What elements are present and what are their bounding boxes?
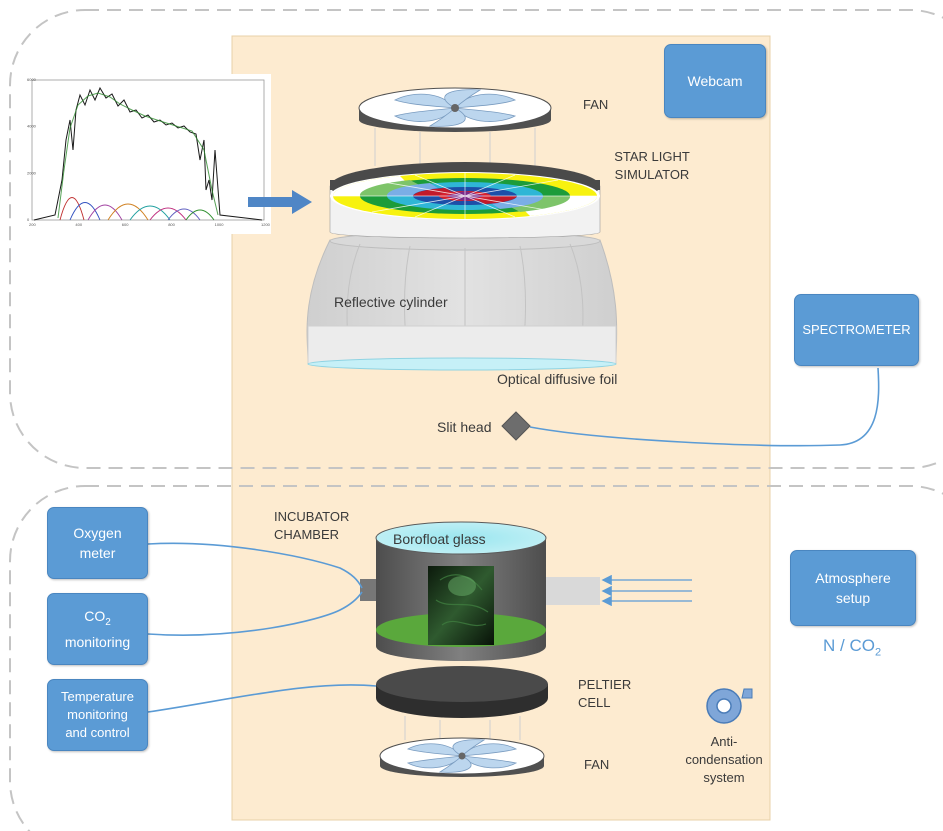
anti-line2: condensation bbox=[685, 752, 763, 767]
peltier-line1: PELTIER bbox=[578, 677, 632, 692]
oxygen-line2: meter bbox=[79, 545, 116, 561]
slit-head bbox=[501, 411, 531, 441]
peltier-line2: CELL bbox=[578, 695, 611, 710]
gas-mixture-label: N / CO2 bbox=[823, 636, 882, 659]
slit-head-label: Slit head bbox=[437, 419, 492, 435]
temperature-control-box: Temperature monitoring and control bbox=[47, 679, 148, 751]
star-simulator-line1: STAR LIGHT bbox=[614, 149, 690, 164]
star-light-simulator bbox=[329, 162, 601, 239]
co2-line1: CO2 bbox=[84, 607, 111, 628]
borofloat-glass-label: Borofloat glass bbox=[393, 531, 486, 547]
upper-dashed-region bbox=[9, 9, 943, 469]
peltier-cell bbox=[376, 666, 548, 718]
atmosphere-flow-arrows bbox=[601, 574, 692, 607]
fan-bottom bbox=[379, 716, 545, 777]
spectrum-arrow bbox=[248, 190, 312, 214]
temperature-line3: and control bbox=[65, 725, 130, 740]
atmosphere-line1: Atmosphere bbox=[815, 570, 891, 586]
spectrum-x-tick: 1000 bbox=[215, 222, 225, 227]
co2-line2: monitoring bbox=[64, 634, 131, 651]
spectrum-y-tick: 6000 bbox=[27, 77, 37, 82]
anti-condensation-label: Anti- condensation system bbox=[662, 733, 786, 787]
temperature-line2: monitoring bbox=[67, 707, 128, 722]
sensor-wires bbox=[147, 542, 377, 713]
spectrum-y-tick: 2000 bbox=[27, 170, 37, 175]
lower-dashed-region bbox=[9, 485, 943, 831]
oxygen-meter-box: Oxygen meter bbox=[47, 507, 148, 579]
fan-top-supports bbox=[374, 128, 536, 168]
anti-line1: Anti- bbox=[710, 734, 738, 749]
webcam-box: Webcam bbox=[664, 44, 766, 118]
atmosphere-setup-box: Atmosphere setup bbox=[790, 550, 916, 626]
spectrometer-fiber bbox=[529, 367, 880, 447]
blower-icon bbox=[706, 688, 753, 724]
spectrum-curve-green bbox=[57, 92, 219, 219]
spectrum-x-ticks: 200 400 600 800 1000 1200 bbox=[29, 222, 271, 227]
spectrum-x-tick: 400 bbox=[75, 222, 82, 227]
peltier-cell-label: PELTIER CELL bbox=[578, 676, 631, 712]
incubator-chamber-label: INCUBATOR CHAMBER bbox=[274, 508, 349, 544]
spectrum-inset: 200 400 600 800 1000 1200 0 2000 4000 6000 bbox=[26, 74, 271, 234]
spectrum-x-tick: 600 bbox=[122, 222, 129, 227]
reflective-cylinder-label: Reflective cylinder bbox=[334, 294, 448, 310]
spectrum-x-tick: 800 bbox=[168, 222, 175, 227]
spectrometer-label: SPECTROMETER bbox=[802, 322, 911, 337]
webcam-label: Webcam bbox=[687, 73, 743, 89]
atmosphere-line2: setup bbox=[835, 590, 871, 606]
reflective-cylinder bbox=[306, 231, 618, 371]
spectrum-x-tick: 1200 bbox=[261, 222, 271, 227]
star-simulator-label: STAR LIGHT SIMULATOR bbox=[597, 148, 707, 184]
temperature-line1: Temperature bbox=[61, 689, 134, 704]
spectrum-y-tick: 4000 bbox=[27, 124, 37, 129]
oxygen-line1: Oxygen bbox=[73, 525, 122, 541]
spectrum-x-tick: 200 bbox=[29, 222, 36, 227]
fan-top bbox=[358, 87, 552, 132]
incubator-line1: INCUBATOR bbox=[274, 509, 350, 524]
spectrum-y-tick: 0 bbox=[27, 217, 30, 222]
incubator-line2: CHAMBER bbox=[274, 527, 340, 542]
fan-top-label: FAN bbox=[583, 97, 609, 112]
star-simulator-line2: SIMULATOR bbox=[614, 167, 690, 182]
spectrum-y-ticks: 0 2000 4000 6000 bbox=[27, 77, 37, 222]
spectrometer-box: SPECTROMETER bbox=[794, 294, 919, 366]
co2-monitoring-box: CO2 monitoring bbox=[47, 593, 148, 665]
incubator-chamber bbox=[360, 521, 600, 661]
diffusive-foil-label: Optical diffusive foil bbox=[497, 371, 618, 387]
spectrum-curve bbox=[33, 86, 263, 221]
anti-line3: system bbox=[703, 770, 745, 785]
fan-bottom-label: FAN bbox=[584, 757, 610, 772]
